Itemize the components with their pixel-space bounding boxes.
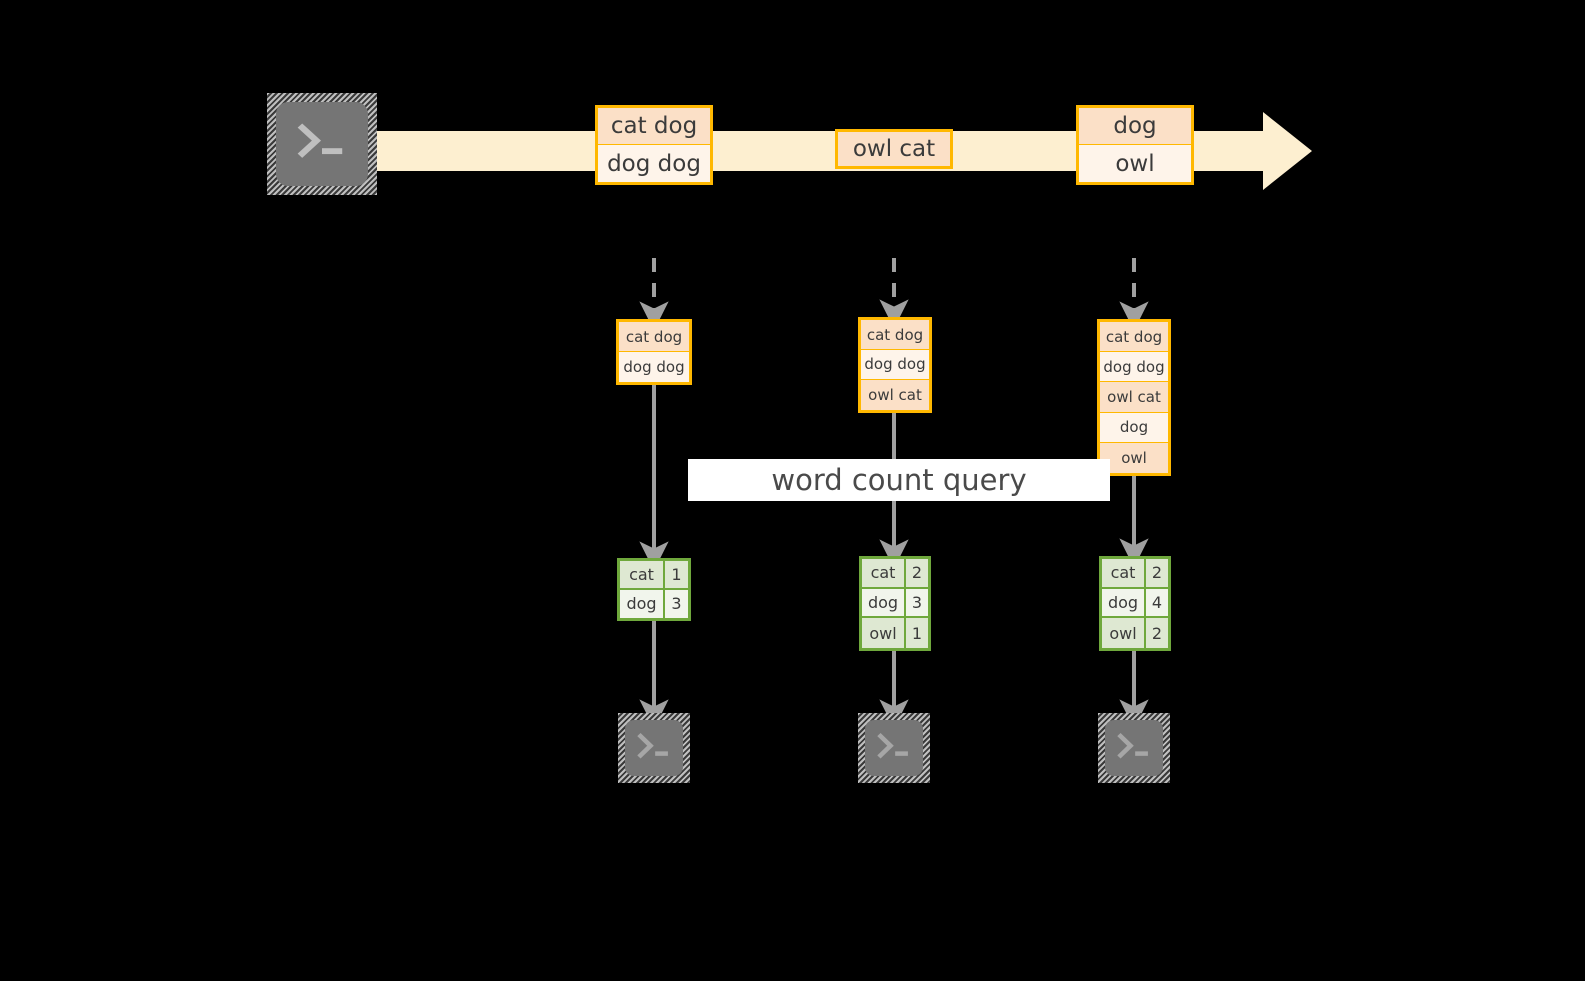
sink-terminal-col-3[interactable] [1098,713,1170,783]
table-row: dog 3 [862,588,928,619]
accumulated-line: dog dog [861,350,929,380]
word-cell: cat [862,559,906,587]
query-banner-label: word count query [771,463,1027,497]
terminal-screen [276,102,368,186]
word-cell: dog [620,589,665,618]
count-cell: 1 [665,561,688,588]
result-table-col-3[interactable]: cat 2 dog 4 owl 2 [1099,556,1171,651]
record-line: cat dog [598,108,710,145]
record-line: dog [1079,108,1191,145]
table-row: dog 3 [620,589,688,618]
source-terminal-icon[interactable] [267,93,377,195]
accumulated-line: cat dog [861,320,929,350]
accumulated-line: dog [1100,412,1168,443]
record-line: owl [1079,145,1191,182]
prompt-glyph-icon [877,732,908,759]
prompt-glyph-icon [297,123,343,158]
query-banner: word count query [688,459,1110,501]
stream-record-2[interactable]: owl cat [835,129,953,169]
count-cell: 3 [906,588,928,617]
word-cell: cat [620,561,665,588]
word-cell: dog [1102,588,1146,617]
accumulated-line: dog dog [619,352,689,382]
terminal-screen [865,720,923,776]
table-row: cat 2 [862,559,928,589]
stream-record-3[interactable]: dog owl [1076,105,1194,185]
prompt-glyph-icon [637,732,668,759]
terminal-screen [625,720,683,776]
result-table-col-1[interactable]: cat 1 dog 3 [617,558,691,621]
table-row: cat 2 [1102,559,1168,589]
word-cell: cat [1102,559,1146,587]
terminal-screen [1105,720,1163,776]
accumulator-col-1[interactable]: cat dog dog dog [616,319,692,385]
accumulator-col-2[interactable]: cat dog dog dog owl cat [858,317,932,413]
result-table-col-2[interactable]: cat 2 dog 3 owl 1 [859,556,931,651]
count-cell: 4 [1146,588,1168,617]
prompt-glyph-icon [1117,732,1148,759]
stream-record-1[interactable]: cat dog dog dog [595,105,713,185]
count-cell: 2 [906,559,928,587]
table-row: owl 2 [1102,618,1168,648]
accumulated-line: owl cat [1100,382,1168,413]
count-cell: 1 [906,618,928,648]
table-row: dog 4 [1102,588,1168,619]
accumulated-line: cat dog [619,322,689,352]
word-cell: owl [1102,618,1146,648]
record-line: owl cat [838,132,950,166]
table-row: owl 1 [862,618,928,648]
sink-terminal-col-2[interactable] [858,713,930,783]
count-cell: 2 [1146,559,1168,587]
count-cell: 2 [1146,618,1168,648]
sink-terminal-col-1[interactable] [618,713,690,783]
accumulated-line: dog dog [1100,352,1168,383]
word-cell: dog [862,588,906,617]
accumulated-line: owl [1100,442,1168,473]
word-cell: owl [862,618,906,648]
count-cell: 3 [665,589,688,618]
accumulated-line: cat dog [1100,322,1168,353]
accumulated-line: owl cat [861,379,929,410]
table-row: cat 1 [620,561,688,590]
record-line: dog dog [598,145,710,182]
accumulator-col-3[interactable]: cat dog dog dog owl cat dog owl [1097,319,1171,476]
